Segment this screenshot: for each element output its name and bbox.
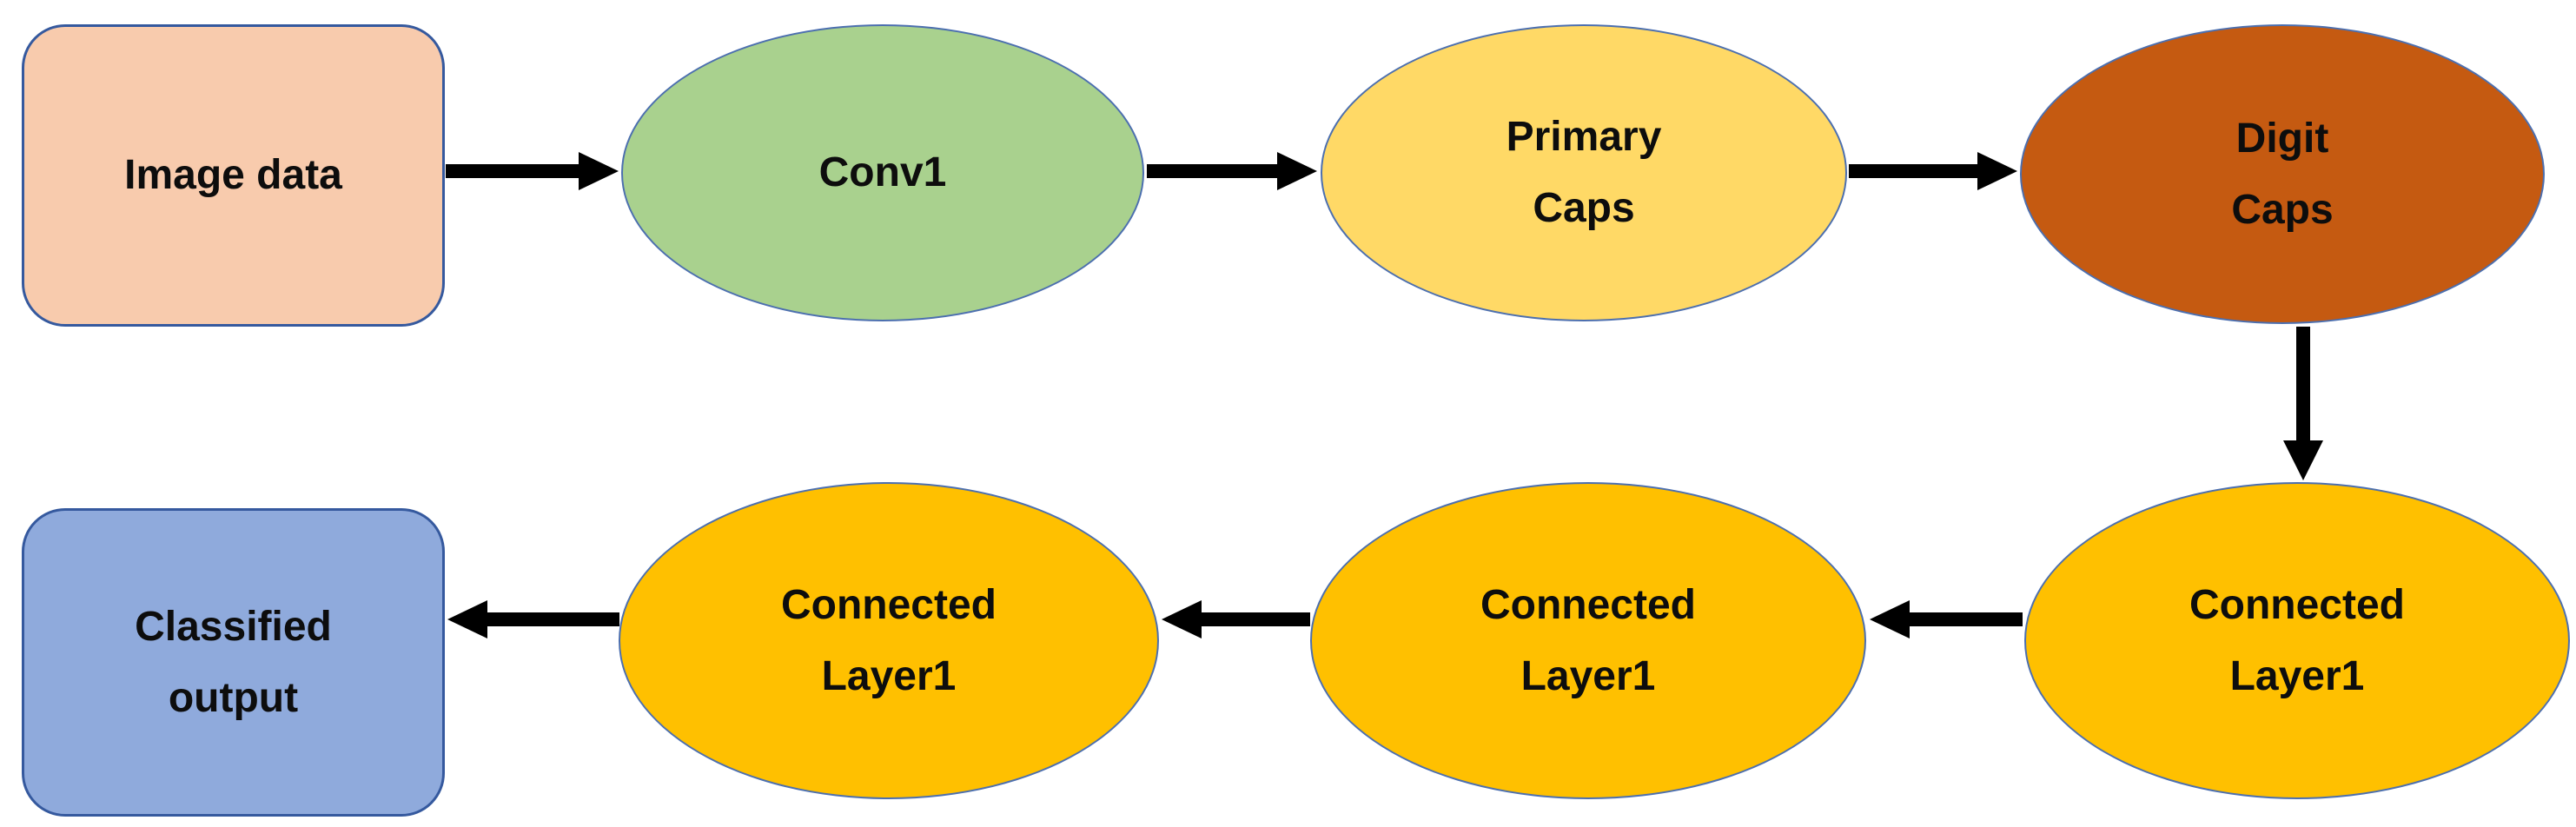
arrowhead-down-icon bbox=[2283, 440, 2323, 480]
arrowhead-left-icon bbox=[1870, 600, 1910, 638]
node-connected-layer1-right: Connected Layer1 bbox=[2024, 482, 2570, 799]
arrow-digit-caps-to-connected-layer1 bbox=[2283, 327, 2323, 480]
node-connected-layer1-left-label: Connected Layer1 bbox=[780, 581, 997, 699]
node-image-data-label: Image data bbox=[124, 152, 342, 198]
node-primary-caps: Primary Caps bbox=[1321, 24, 1847, 321]
node-classified-output: Classified output bbox=[22, 508, 445, 817]
arrow-shaft bbox=[446, 164, 579, 178]
node-digit-caps-label: Digit Caps bbox=[2231, 115, 2334, 233]
arrow-connected-left-to-classified-output bbox=[447, 600, 619, 638]
arrow-shaft bbox=[487, 612, 619, 626]
arrowhead-right-icon bbox=[579, 152, 619, 190]
arrow-shaft bbox=[2296, 327, 2310, 440]
node-image-data: Image data bbox=[22, 24, 445, 327]
node-connected-layer1-left: Connected Layer1 bbox=[619, 482, 1159, 799]
node-classified-output-label: Classified output bbox=[135, 603, 332, 721]
arrow-connected-right-to-connected-mid bbox=[1870, 600, 2023, 638]
node-conv1: Conv1 bbox=[621, 24, 1144, 321]
node-connected-layer1-mid: Connected Layer1 bbox=[1310, 482, 1866, 799]
arrowhead-right-icon bbox=[1977, 152, 2017, 190]
node-digit-caps: Digit Caps bbox=[2020, 24, 2545, 324]
arrow-conv1-to-primary-caps bbox=[1147, 152, 1317, 190]
arrow-shaft bbox=[1202, 612, 1310, 626]
arrowhead-left-icon bbox=[447, 600, 487, 638]
arrow-shaft bbox=[1849, 164, 1977, 178]
arrow-image-data-to-conv1 bbox=[446, 152, 619, 190]
arrow-connected-mid-to-connected-left bbox=[1162, 600, 1310, 638]
node-primary-caps-label: Primary Caps bbox=[1506, 114, 1662, 231]
node-conv1-label: Conv1 bbox=[818, 149, 947, 195]
node-connected-layer1-mid-label: Connected Layer1 bbox=[1480, 581, 1696, 699]
arrow-shaft bbox=[1147, 164, 1277, 178]
arrow-primary-caps-to-digit-caps bbox=[1849, 152, 2017, 190]
arrowhead-left-icon bbox=[1162, 600, 1202, 638]
arrow-shaft bbox=[1910, 612, 2023, 626]
arrowhead-right-icon bbox=[1277, 152, 1317, 190]
node-connected-layer1-right-label: Connected Layer1 bbox=[2189, 581, 2405, 699]
